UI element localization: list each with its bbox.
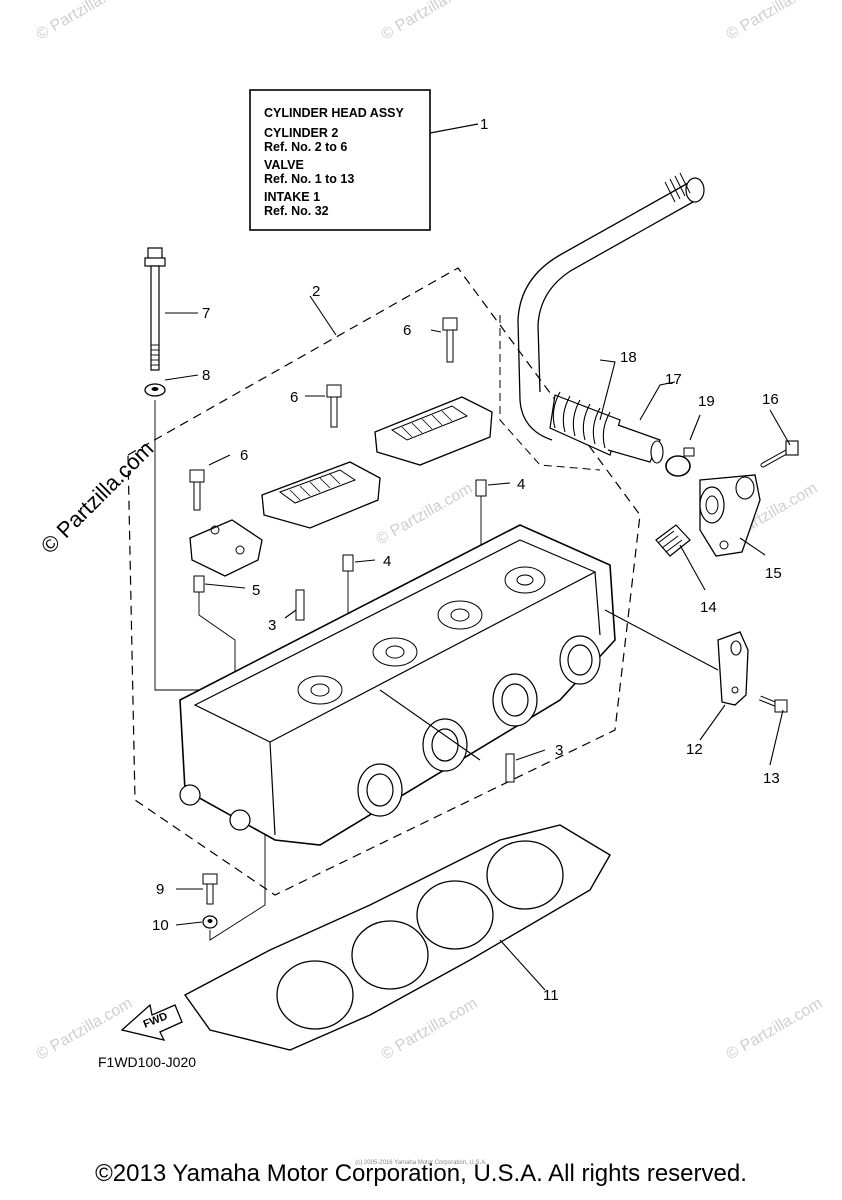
water-fitting — [655, 524, 691, 557]
water-hose — [499, 172, 705, 471]
bellows-hose — [549, 391, 664, 464]
callouts: 1 2 3 3 4 4 5 6 6 6 7 8 9 10 11 12 13 14… — [152, 116, 782, 1004]
washer — [144, 383, 200, 691]
water-housing — [699, 474, 761, 557]
copyright-notice: ©2013 Yamaha Motor Corporation, U.S.A. A… — [95, 1160, 747, 1187]
watermark: © Partzilla.com — [379, 0, 481, 43]
watermark: © Partzilla.com — [374, 480, 476, 549]
callout-13: 13 — [763, 770, 780, 787]
dowel-pin — [475, 479, 487, 545]
callout-17: 17 — [665, 371, 682, 388]
callout-8: 8 — [202, 367, 210, 384]
callout-18: 18 — [620, 349, 637, 366]
callout-4: 4 — [383, 553, 391, 570]
watermark-main: © Partzilla.com — [36, 436, 159, 559]
callout-19: 19 — [698, 393, 715, 410]
callout-3: 3 — [555, 742, 563, 759]
dowel-pin — [193, 575, 236, 690]
assembly-line: INTAKE 1 — [264, 190, 320, 204]
fwd-arrow: FWD — [120, 1003, 183, 1041]
head-gasket — [183, 824, 611, 1051]
callout-6: 6 — [290, 389, 298, 406]
dowel-pin — [342, 554, 354, 620]
watermark: © Partzilla.com — [34, 0, 136, 43]
diagram-code: F1WD100-J020 — [98, 1054, 196, 1070]
small-cap — [189, 519, 263, 577]
assembly-title: CYLINDER HEAD ASSY — [264, 106, 404, 120]
callout-6: 6 — [240, 447, 248, 464]
cylinder-head — [179, 524, 616, 846]
assembly-line: Ref. No. 1 to 13 — [264, 172, 354, 186]
cap-bolt — [189, 469, 205, 511]
camshaft-cap — [374, 396, 493, 466]
callout-11: 11 — [543, 987, 559, 1004]
assembly-line: VALVE — [264, 158, 304, 172]
callout-7: 7 — [202, 305, 210, 322]
callout-15: 15 — [765, 565, 782, 582]
dashed-boundary — [127, 267, 641, 896]
callout-6: 6 — [403, 322, 411, 339]
hose-clamp — [665, 447, 695, 477]
long-bolt — [144, 247, 166, 371]
cap-bolt — [442, 317, 458, 363]
tiny-copyright: (c) 2005-2016 Yamaha Motor Corporation, … — [355, 1160, 487, 1166]
callout-2: 2 — [312, 283, 320, 300]
cap-bolt — [326, 384, 342, 428]
watermark: © Partzilla.com — [724, 995, 826, 1064]
callout-9: 9 — [156, 881, 164, 898]
callout-16: 16 — [762, 391, 779, 408]
small-bolt — [202, 873, 218, 905]
camshaft-cap — [261, 461, 381, 529]
valve-guide — [295, 589, 305, 621]
callout-10: 10 — [152, 917, 169, 934]
leader-lines — [164, 295, 791, 991]
bracket — [717, 631, 788, 713]
callout-3: 3 — [268, 617, 276, 634]
callout-4: 4 — [517, 476, 525, 493]
valve-guide — [505, 753, 515, 783]
callout-12: 12 — [686, 741, 703, 758]
assembly-info-box: CYLINDER HEAD ASSY CYLINDER 2 Ref. No. 2… — [249, 89, 479, 231]
callout-1: 1 — [480, 116, 488, 133]
small-washer — [202, 835, 266, 941]
bolt-16 — [760, 440, 799, 468]
assembly-line: Ref. No. 2 to 6 — [264, 140, 347, 154]
watermark: © Partzilla.com — [724, 0, 826, 43]
watermark: © Partzilla.com — [379, 995, 481, 1064]
callout-5: 5 — [252, 582, 260, 599]
callout-14: 14 — [700, 599, 717, 616]
assembly-line: Ref. No. 32 — [264, 204, 329, 218]
assembly-line: CYLINDER 2 — [264, 126, 338, 140]
